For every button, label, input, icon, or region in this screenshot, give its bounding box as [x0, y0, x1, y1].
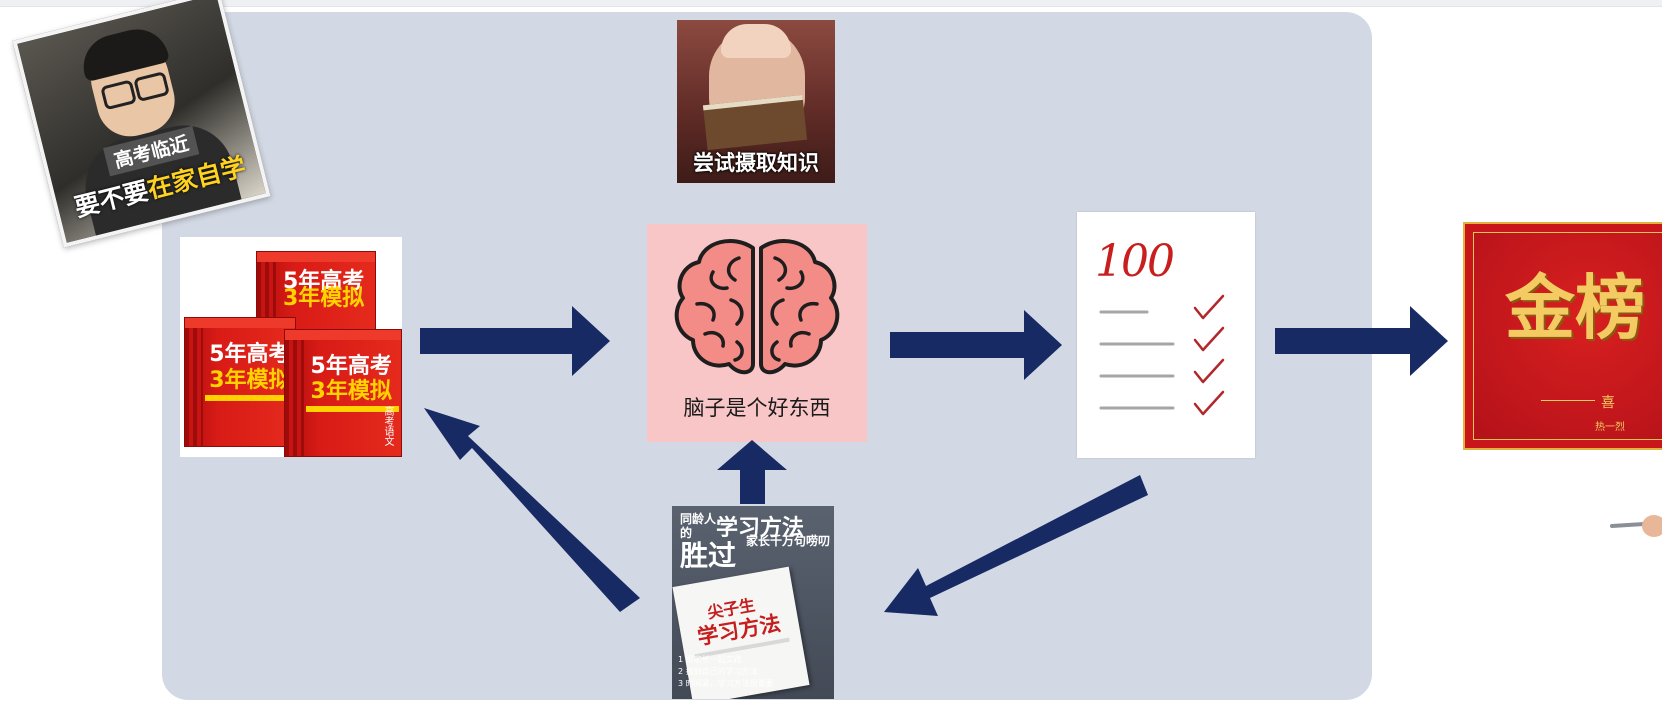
study-method-image: 同龄人的 学习方法 胜过 家长千万句唠叨 尖子生 学习方法 1 跟家长一起实践 …	[672, 506, 834, 699]
book-title-line2: 3年模拟	[209, 367, 291, 393]
gold-list-image: 金榜 喜 热一烈	[1463, 222, 1662, 450]
study-head-small: 同龄人的	[680, 512, 717, 540]
gold-list-subtitle: 喜	[1601, 395, 1615, 411]
arrow-books-to-brain	[420, 306, 610, 376]
book-subject: 高考语文	[382, 406, 393, 446]
brain-image: 脑子是个好东西	[647, 224, 867, 442]
study-head-main: 胜过	[680, 539, 737, 572]
arrow-paper-to-gold	[1275, 306, 1448, 376]
book-spine	[257, 252, 276, 334]
gold-list-small-text: 热一烈	[1595, 422, 1625, 433]
exam-books-image: 5年高考 3年模拟 5年高考 3年模拟 5年高考 3年模拟 高考语文	[180, 237, 402, 457]
study-list-item: 1 跟家长一起实践	[678, 655, 742, 664]
book-spine	[185, 318, 203, 446]
book-title-line1: 5年高考	[282, 269, 365, 295]
arrow-paper-to-method	[884, 475, 1148, 616]
book-spine	[285, 330, 304, 456]
book-box-back: 5年高考 3年模拟	[256, 251, 376, 335]
book-title-line2: 3年模拟	[310, 378, 392, 404]
book-title-line1: 5年高考	[209, 341, 291, 367]
book-box-left: 5年高考 3年模拟	[184, 317, 296, 447]
study-head-side: 家长千万句唠叨	[746, 534, 831, 548]
book-top	[285, 330, 401, 340]
study-list-item: 2 找到自己的学习方法	[678, 667, 758, 676]
book-title-line1: 5年高考	[310, 353, 392, 379]
pen-hand-icon	[1610, 512, 1662, 540]
book-title-line2: 3年模拟	[282, 285, 365, 311]
brain-icon	[674, 238, 840, 375]
gold-list-frame	[1473, 232, 1662, 440]
study-head-big: 学习方法	[716, 516, 805, 541]
book-box-right: 5年高考 3年模拟 高考语文	[284, 329, 402, 457]
score-value: 100	[1095, 236, 1175, 287]
meme-caption: 尝试摄取知识	[693, 151, 819, 175]
book-top	[185, 318, 295, 328]
gold-list-rule	[1541, 400, 1595, 401]
old-man-head	[721, 24, 791, 58]
book-band	[204, 394, 293, 401]
arrow-method-to-books	[424, 408, 640, 612]
top-divider	[0, 0, 1662, 7]
checklist-icon	[1099, 294, 1225, 416]
gold-list-title: 金榜	[1505, 266, 1645, 349]
knowledge-meme-image: 尝试摄取知识	[677, 20, 835, 183]
score-paper-image: 100	[1077, 212, 1255, 458]
arrow-method-to-brain	[717, 440, 787, 504]
study-list-item: 3 时间紧，学习方法很重要	[678, 679, 774, 688]
study-list: 1 跟家长一起实践 2 找到自己的学习方法 3 时间紧，学习方法很重要	[678, 654, 774, 690]
brain-caption: 脑子是个好东西	[683, 396, 831, 420]
book-top	[257, 252, 375, 262]
book-band	[305, 405, 399, 412]
arrow-brain-to-paper	[890, 310, 1062, 380]
